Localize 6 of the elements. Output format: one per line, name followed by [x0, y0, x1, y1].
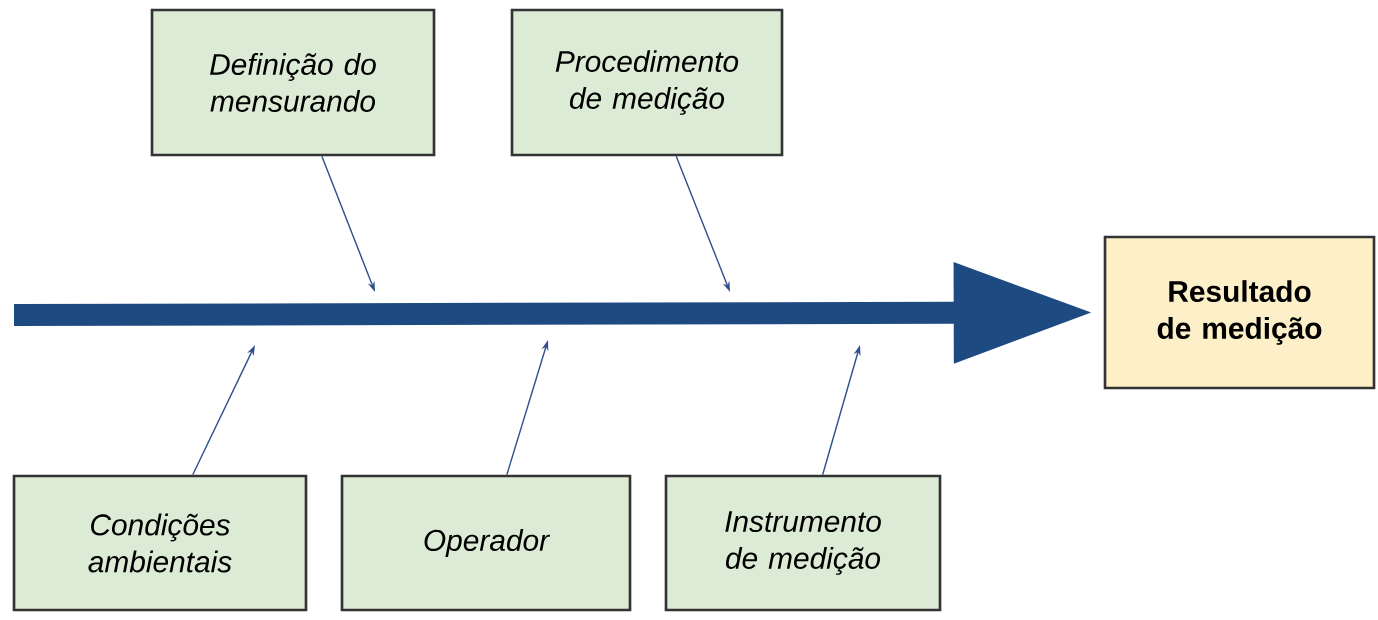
cause-box: Procedimento de medição — [510, 8, 784, 157]
result-box: Resultado de medição — [1103, 235, 1376, 390]
cause-box: Definição do mensurando — [150, 8, 436, 157]
cause-box: Operador — [340, 474, 632, 612]
cause-box: Instrumento de medição — [664, 474, 942, 612]
cause-box: Condições ambientais — [12, 474, 308, 612]
